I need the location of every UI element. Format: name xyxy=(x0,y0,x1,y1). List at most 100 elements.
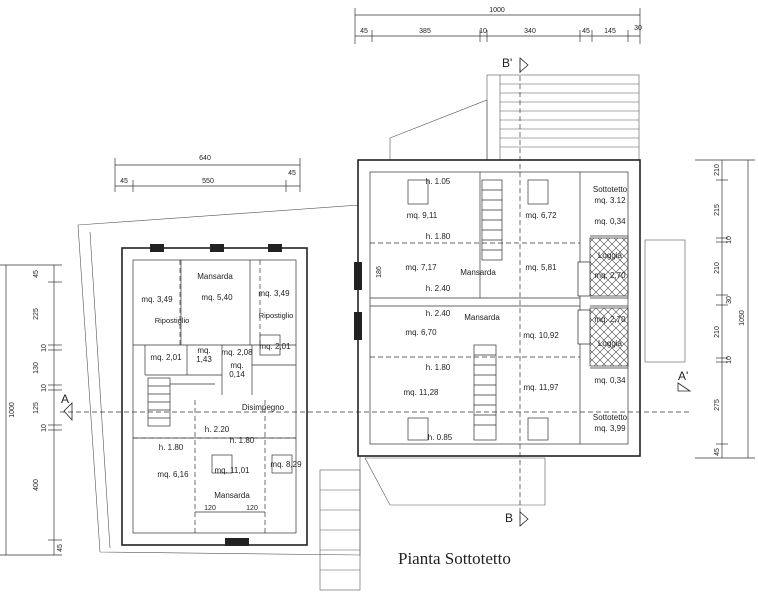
label-mansarda-bottom-left: Mansarda xyxy=(214,491,250,500)
section-lines xyxy=(60,60,690,520)
label-h-180-a: h. 1.80 xyxy=(159,443,184,452)
dim-left-seg5: 10 xyxy=(41,384,48,392)
dimension-lines-top-left xyxy=(114,158,301,192)
label-mq-911: mq. 9,11 xyxy=(407,211,438,220)
dim-right-seg9: 45 xyxy=(714,448,721,456)
dim-left-seg6: 125 xyxy=(33,402,40,414)
dim-right-seg5: 30 xyxy=(726,296,733,304)
label-mq-014: mq.0,14 xyxy=(229,361,245,379)
dim-right-seg3: 10 xyxy=(726,236,733,244)
right-building xyxy=(354,159,641,457)
dim-right-seg1: 210 xyxy=(714,164,721,176)
label-h-180-b: h. 1.80 xyxy=(230,436,255,445)
label-h-180-top: h. 1.80 xyxy=(426,232,451,241)
label-mq-581: mq. 5,81 xyxy=(525,263,557,272)
label-mansarda-mid-right: Mansarda xyxy=(464,313,500,322)
dim-top-right-total: 1000 xyxy=(489,7,505,14)
label-h-220: h. 2.20 xyxy=(205,425,230,434)
section-marker-b-prime: B' xyxy=(502,56,512,70)
dim-left-total: 1000 xyxy=(9,402,16,418)
label-mansarda-top-right: Mansarda xyxy=(460,268,496,277)
left-building xyxy=(121,244,308,546)
dimension-lines-left-side xyxy=(0,264,62,556)
dim-right-seg4: 210 xyxy=(714,262,721,274)
label-dim-186: 186 xyxy=(376,266,383,278)
dim-left-seg3: 10 xyxy=(41,344,48,352)
label-loggia-top: Loggia xyxy=(598,251,623,260)
dim-top-right-seg5: 45 xyxy=(582,28,590,35)
label-h-240-a: h. 2.40 xyxy=(426,284,451,293)
label-mq-034-top: mq. 0,34 xyxy=(594,217,626,226)
label-mq-616: mq. 6,16 xyxy=(157,470,189,479)
dim-top-right-seg7: 30 xyxy=(634,25,642,32)
label-mq-208: mq. 2,08 xyxy=(221,348,253,357)
dim-right-seg7: 10 xyxy=(726,356,733,364)
section-marker-b: B xyxy=(505,511,513,525)
dimension-lines-right-side xyxy=(695,159,755,459)
dim-top-right-seg6: 145 xyxy=(604,28,616,35)
label-mq-399: mq. 3,99 xyxy=(594,424,626,433)
dim-left-seg7: 10 xyxy=(41,424,48,432)
label-sottotetto-top: Sottotetto xyxy=(593,185,628,194)
dim-top-left-total: 640 xyxy=(199,155,211,162)
label-ripostiglio-left: Ripostiglio xyxy=(155,316,190,325)
label-mq-829: mq. 8,29 xyxy=(270,460,302,469)
label-h-240-b: h. 2.40 xyxy=(426,309,451,318)
dim-right-seg6: 210 xyxy=(714,326,721,338)
dim-bottom-left-a: 120 xyxy=(204,505,216,512)
label-mq-1092: mq. 10,92 xyxy=(523,331,559,340)
dim-right-seg2: 215 xyxy=(714,204,721,216)
dim-left-seg1: 45 xyxy=(33,270,40,278)
label-h-085: h. 0.85 xyxy=(428,433,453,442)
label-h-180-bottom: h. 1.80 xyxy=(426,363,451,372)
dim-top-left-seg3: 45 xyxy=(288,170,296,177)
dim-top-right-seg3: 10 xyxy=(479,28,487,35)
label-loggia-bottom: Loggia xyxy=(598,339,623,348)
dim-left-seg9: 45 xyxy=(57,544,64,552)
section-marker-a-arrow xyxy=(63,402,73,422)
label-mq-672: mq. 6,72 xyxy=(525,211,557,220)
dimension-lines-top-right xyxy=(354,8,641,44)
section-marker-b-arrow xyxy=(519,511,529,527)
dim-top-left-seg2: 550 xyxy=(202,178,214,185)
dim-top-right-seg2: 385 xyxy=(419,28,431,35)
label-mq-270-bottom: mq. 2,70 xyxy=(594,315,626,324)
dim-left-seg4: 130 xyxy=(33,362,40,374)
label-mq-034-bottom: mq. 0,34 xyxy=(594,376,626,385)
page-title: Pianta Sottotetto xyxy=(398,549,511,568)
dim-left-seg2: 225 xyxy=(33,308,40,320)
dim-top-right-seg1: 45 xyxy=(360,28,368,35)
label-mq-201-left: mq. 2,01 xyxy=(150,353,182,362)
dim-left-seg8: 400 xyxy=(33,479,40,491)
label-mq-349-right: mq. 3,49 xyxy=(258,289,290,298)
label-mq-1128: mq. 11,28 xyxy=(404,388,440,397)
section-marker-a-prime-arrow xyxy=(677,382,692,392)
label-mq-1101: mq. 11,01 xyxy=(215,466,251,475)
section-marker-b-prime-arrow xyxy=(519,57,529,73)
label-mq-1197: mq. 11,97 xyxy=(524,383,560,392)
section-marker-a-prime: A' xyxy=(678,369,688,383)
roof-outline-right xyxy=(319,74,686,591)
loggia-bottom-hatch xyxy=(589,307,629,367)
label-mq-143: mq.1,43 xyxy=(196,346,212,364)
label-disimpegno: Disimpegno xyxy=(242,403,285,412)
label-mq-270-top: mq. 2,70 xyxy=(594,271,626,280)
label-mq-201-right: mq. 2,01 xyxy=(259,342,291,351)
label-mq-312: mq. 3.12 xyxy=(594,196,626,205)
label-h-105: h. 1.05 xyxy=(426,177,451,186)
dim-bottom-left-b: 120 xyxy=(246,505,258,512)
label-mq-540: mq. 5,40 xyxy=(201,293,233,302)
dim-right-total: 1050 xyxy=(739,310,746,326)
dim-right-seg8: 275 xyxy=(714,399,721,411)
label-ripostiglio-right: Ripostiglio xyxy=(259,311,294,320)
section-marker-a: A xyxy=(61,392,69,406)
loggia-top-hatch xyxy=(589,237,629,297)
dim-top-left-seg1: 45 xyxy=(120,178,128,185)
label-mq-670: mq. 6,70 xyxy=(405,328,437,337)
dim-top-right-seg4: 340 xyxy=(524,28,536,35)
label-mansarda-top-left: Mansarda xyxy=(197,272,233,281)
label-mq-717: mq. 7,17 xyxy=(405,263,437,272)
label-mq-349-left: mq. 3,49 xyxy=(141,295,173,304)
label-sottotetto-bottom: Sottotetto xyxy=(593,413,628,422)
